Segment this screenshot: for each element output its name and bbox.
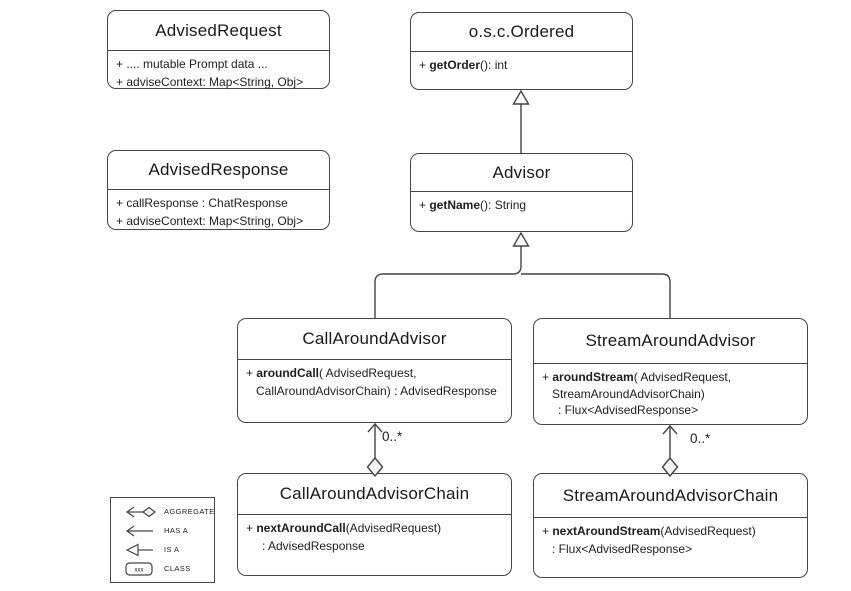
is-a-triangle-icon: [125, 543, 153, 556]
class-title: CallAroundAdvisorChain: [238, 474, 511, 515]
attribute-line: + callResponse : ChatResponse: [116, 196, 288, 210]
legend-label: HAS A: [164, 526, 189, 535]
class-methods: + nextAroundCall(AdvisedRequest) : Advis…: [238, 515, 511, 555]
class-box-icon: xxx: [125, 561, 153, 576]
class-box-advised-response: AdvisedResponse + callResponse : ChatRes…: [107, 150, 330, 230]
method-line: CallAroundAdvisorChain) : AdvisedRespons…: [256, 383, 497, 398]
method-line: + aroundCall( AdvisedRequest,: [246, 366, 417, 380]
method-line: + aroundStream( AdvisedRequest,: [542, 370, 732, 384]
legend-row-class: xxx CLASS: [124, 561, 214, 576]
class-title: CallAroundAdvisor: [238, 319, 511, 360]
class-methods: + aroundStream( AdvisedRequest, StreamAr…: [534, 364, 807, 419]
svg-text:xxx: xxx: [135, 567, 144, 573]
legend-box: AGGREGATE HAS A IS A xxx: [110, 497, 215, 583]
legend-row-aggregate: AGGREGATE: [124, 504, 214, 519]
class-title: AdvisedRequest: [108, 11, 329, 51]
legend-label: IS A: [164, 545, 180, 554]
class-title: o.s.c.Ordered: [411, 13, 632, 52]
class-title: StreamAroundAdvisor: [534, 319, 807, 364]
method-line: StreamAroundAdvisorChain): [552, 386, 705, 401]
aggregate-connector-call: [366, 422, 384, 478]
class-title: StreamAroundAdvisorChain: [534, 474, 807, 518]
legend-row-has-a: HAS A: [124, 523, 214, 538]
is-a-connector-advisors-advisor: [374, 231, 671, 318]
class-box-stream-around-advisor: StreamAroundAdvisor + aroundStream( Advi…: [533, 318, 808, 425]
class-methods: + nextAroundStream(AdvisedRequest) : Flu…: [534, 518, 807, 558]
class-title: Advisor: [411, 154, 632, 192]
aggregate-connector-stream: [661, 424, 679, 478]
class-attributes: + callResponse : ChatResponse + adviseCo…: [108, 190, 329, 230]
attribute-line: + adviseContext: Map<String, Obj>: [116, 74, 304, 89]
method-line: + getName(): String: [419, 198, 527, 212]
class-box-advisor: Advisor + getName(): String: [410, 153, 633, 232]
class-methods: + getName(): String: [411, 192, 632, 215]
legend-label: AGGREGATE: [164, 507, 215, 516]
class-title: AdvisedResponse: [108, 151, 329, 190]
attribute-line: + .... mutable Prompt data ...: [116, 57, 268, 71]
attribute-line: + adviseContext: Map<String, Obj>: [116, 213, 304, 228]
class-box-stream-around-advisor-chain: StreamAroundAdvisorChain + nextAroundStr…: [533, 473, 808, 578]
class-box-ordered: o.s.c.Ordered + getOrder(): int: [410, 12, 633, 90]
method-line: : AdvisedResponse: [262, 538, 365, 553]
aggregate-icon: [125, 506, 156, 517]
has-a-arrow-icon: [125, 525, 153, 536]
class-box-call-around-advisor: CallAroundAdvisor + aroundCall( AdvisedR…: [237, 318, 512, 423]
class-methods: + getOrder(): int: [411, 52, 632, 75]
legend-row-is-a: IS A: [124, 542, 214, 557]
class-box-advised-request: AdvisedRequest + .... mutable Prompt dat…: [107, 10, 330, 89]
class-methods: + aroundCall( AdvisedRequest, CallAround…: [238, 360, 511, 400]
legend-label: CLASS: [164, 564, 191, 573]
method-line: + nextAroundStream(AdvisedRequest): [542, 524, 756, 538]
class-box-call-around-advisor-chain: CallAroundAdvisorChain + nextAroundCall(…: [237, 473, 512, 576]
method-line: + getOrder(): int: [419, 58, 508, 72]
method-line: : Flux<AdvisedResponse>: [558, 403, 699, 417]
method-line: + nextAroundCall(AdvisedRequest): [246, 521, 442, 535]
multiplicity-label-stream: 0..*: [690, 431, 711, 446]
class-attributes: + .... mutable Prompt data ... + adviseC…: [108, 51, 329, 91]
is-a-connector-advisor-ordered: [512, 89, 530, 153]
multiplicity-label-call: 0..*: [382, 429, 403, 444]
method-line: : Flux<AdvisedResponse>: [552, 541, 693, 556]
